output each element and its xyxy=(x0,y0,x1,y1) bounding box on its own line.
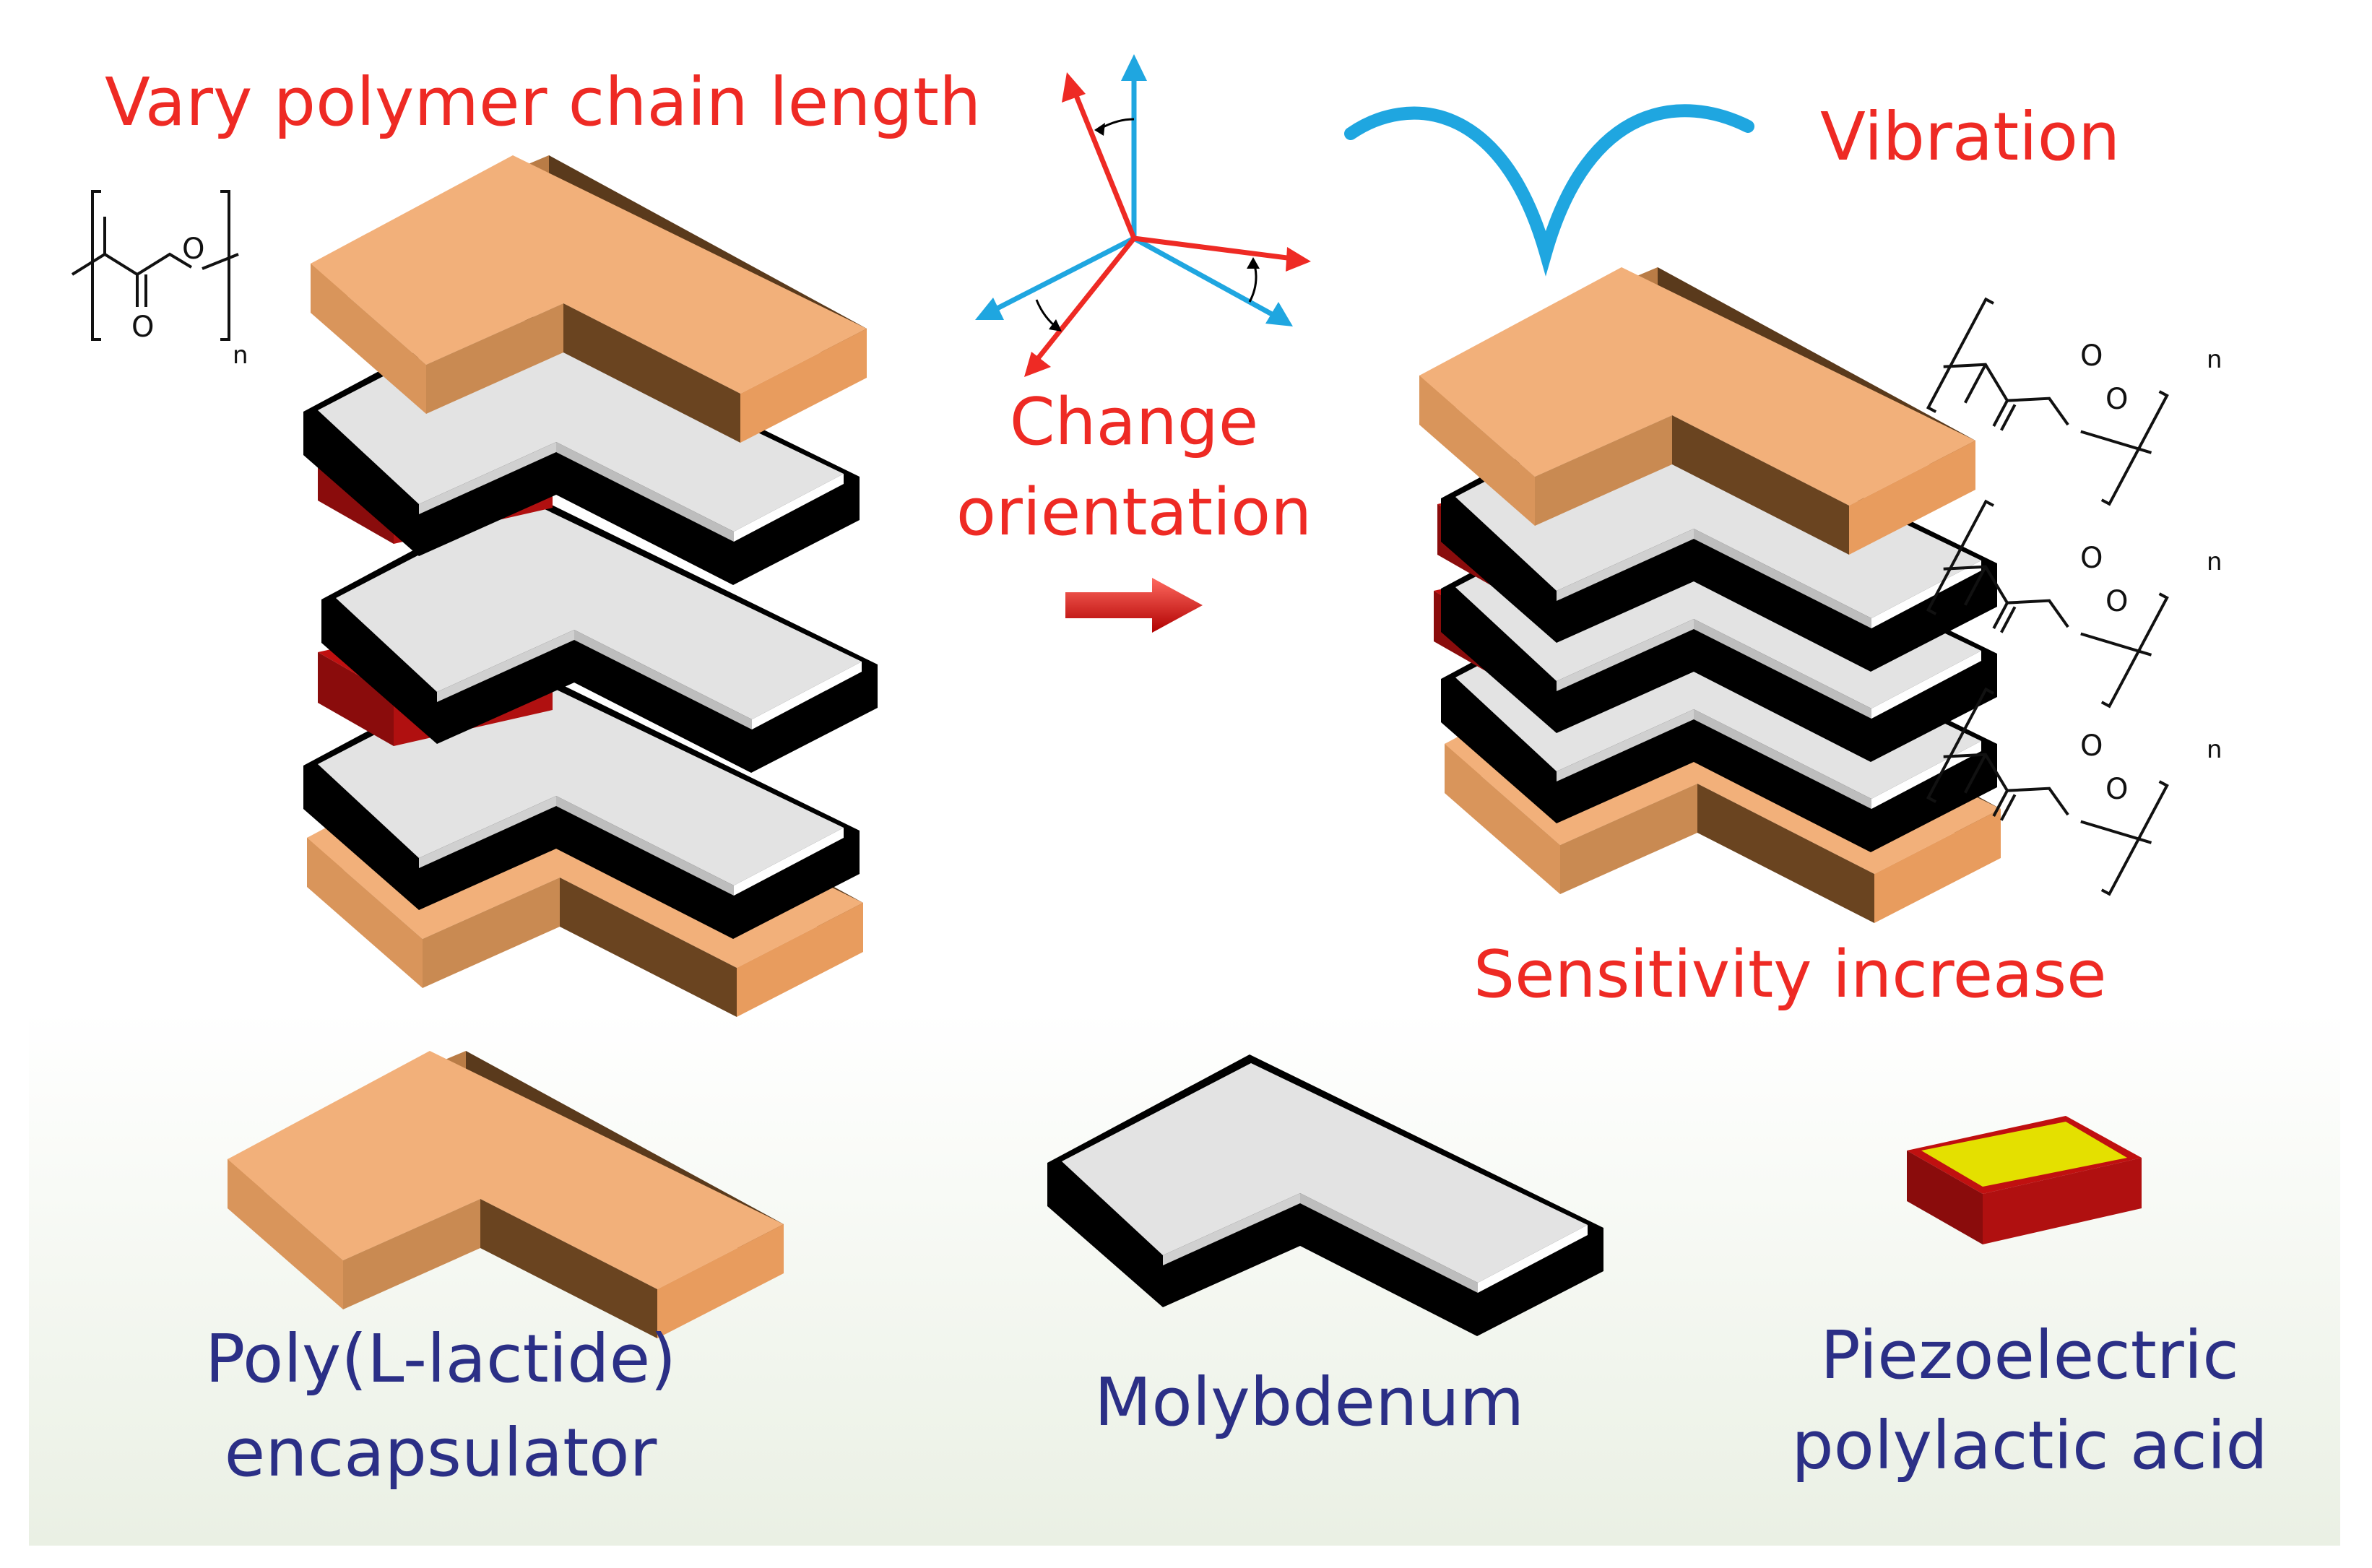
legend-pla-label-line1: Piezoelectric xyxy=(1820,1317,2239,1394)
chem-right-2-oxygen-2: O xyxy=(2105,585,2129,618)
chem-right-1-oxygen-2: O xyxy=(2105,383,2129,416)
left-stack xyxy=(303,155,878,1017)
change-orientation-label-line2: orientation xyxy=(956,475,1312,550)
legend-pla-label-line2: polylactic acid xyxy=(1791,1407,2268,1484)
chem-left-subscript: n xyxy=(233,341,248,370)
legend-plla-label-line2: encapsulator xyxy=(224,1414,657,1491)
change-orientation-label-line1: Change xyxy=(1009,384,1259,460)
axes-icon xyxy=(975,54,1311,377)
chem-right-3-oxygen-2: O xyxy=(2105,773,2129,806)
chem-right-1-oxygen-1: O xyxy=(2080,339,2103,373)
sensitivity-increase-label: Sensitivity increase xyxy=(1473,937,2107,1013)
vibration-label: Vibration xyxy=(1820,98,2121,176)
vibration-icon xyxy=(1344,104,1754,277)
chem-right-2-subscript: n xyxy=(2207,547,2222,576)
chem-left-oxygen-2: O xyxy=(131,311,155,344)
legend-mo-label: Molybdenum xyxy=(1094,1364,1525,1441)
chem-right-3-oxygen-1: O xyxy=(2080,729,2103,763)
chem-structure-left xyxy=(71,190,239,341)
vary-chain-length-label: Vary polymer chain length xyxy=(105,64,982,141)
red-arrow-icon xyxy=(1065,578,1203,633)
chem-right-2-oxygen-1: O xyxy=(2080,542,2103,575)
chem-right-1-subscript: n xyxy=(2207,345,2222,374)
chem-right-3-subscript: n xyxy=(2207,735,2222,764)
legend-plla-label-line1: Poly(L-lactide) xyxy=(204,1320,677,1398)
chem-left-oxygen-1: O xyxy=(182,233,205,266)
chem-structure-right xyxy=(1926,297,2169,896)
right-stack xyxy=(1419,267,2001,923)
